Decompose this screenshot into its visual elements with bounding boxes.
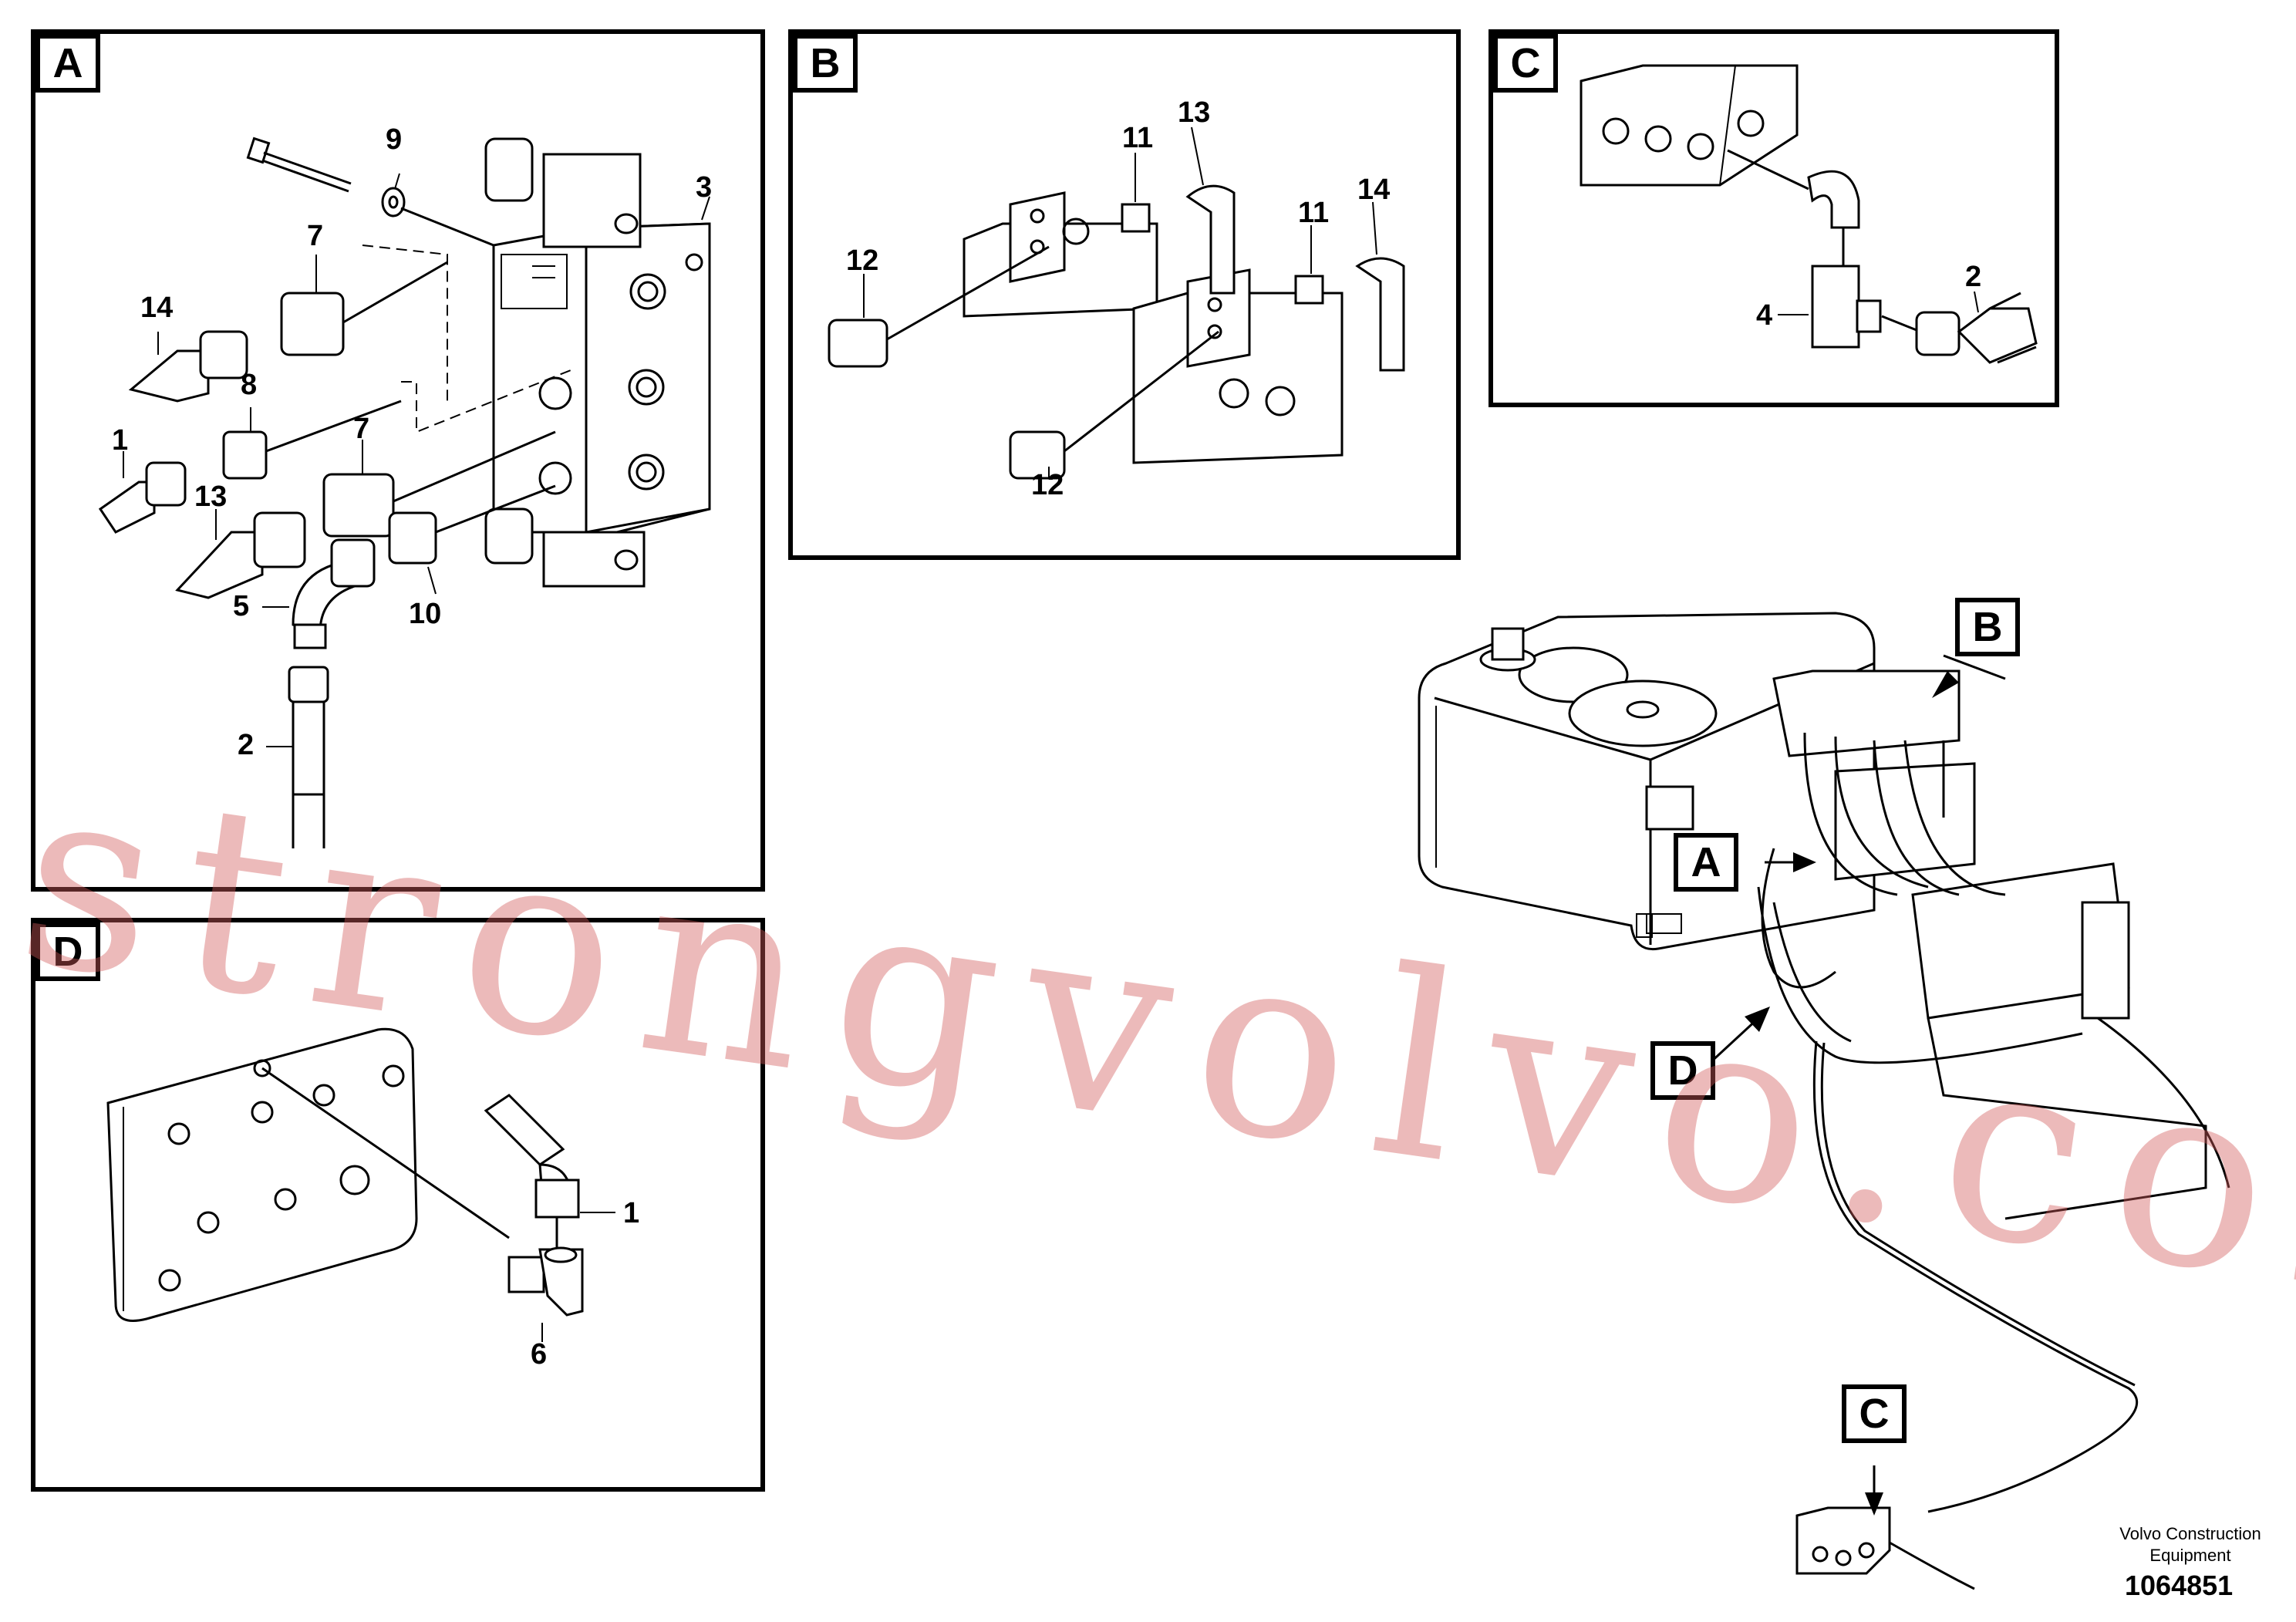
panel-d-drawing	[106, 1027, 615, 1342]
callout-c-2: 2	[1965, 261, 1982, 293]
credit-line-2: Equipment	[2149, 1546, 2231, 1565]
overview-drawing	[1418, 612, 2230, 1590]
overview-tag-b: B	[1955, 598, 2020, 656]
callout-a-7-upper: 7	[307, 220, 324, 252]
callout-a-13: 13	[194, 481, 228, 513]
callout-d-1: 1	[623, 1197, 640, 1229]
callout-b-13: 13	[1178, 96, 1211, 129]
callout-b-12-lower: 12	[1031, 469, 1064, 501]
overview-tag-a: A	[1674, 833, 1738, 892]
panel-d-tag: D	[35, 922, 100, 981]
callout-b-14: 14	[1357, 174, 1391, 206]
callout-a-8: 8	[241, 369, 258, 401]
panel-b-drawing	[828, 126, 1405, 480]
panel-c-tag: C	[1493, 34, 1558, 93]
callout-a-9: 9	[386, 123, 403, 156]
callout-b-11-right: 11	[1298, 197, 1330, 229]
overview-tag-d: D	[1650, 1041, 1715, 1100]
callout-a-1: 1	[112, 424, 129, 457]
panel-b-tag: B	[793, 34, 858, 93]
callout-c-4: 4	[1756, 299, 1773, 332]
callout-b-11-left: 11	[1122, 122, 1154, 154]
panel-a-drawing	[98, 137, 711, 848]
document-number: 1064851	[2125, 1570, 2234, 1601]
callout-a-10: 10	[409, 598, 442, 630]
callout-a-7-lower: 7	[353, 413, 370, 445]
callout-a-2: 2	[238, 729, 255, 761]
publisher-credit: Volvo Construction Equipment	[2098, 1523, 2283, 1566]
callout-a-5: 5	[233, 590, 250, 622]
credit-line-1: Volvo Construction	[2119, 1524, 2261, 1543]
panel-c-drawing	[1580, 64, 2038, 364]
panel-a-tag: A	[35, 34, 100, 93]
callout-a-14: 14	[140, 292, 174, 324]
callout-b-12-upper: 12	[846, 244, 879, 277]
overview-tag-c: C	[1842, 1384, 1907, 1443]
callout-a-3: 3	[696, 171, 713, 204]
callout-d-6: 6	[531, 1338, 548, 1371]
